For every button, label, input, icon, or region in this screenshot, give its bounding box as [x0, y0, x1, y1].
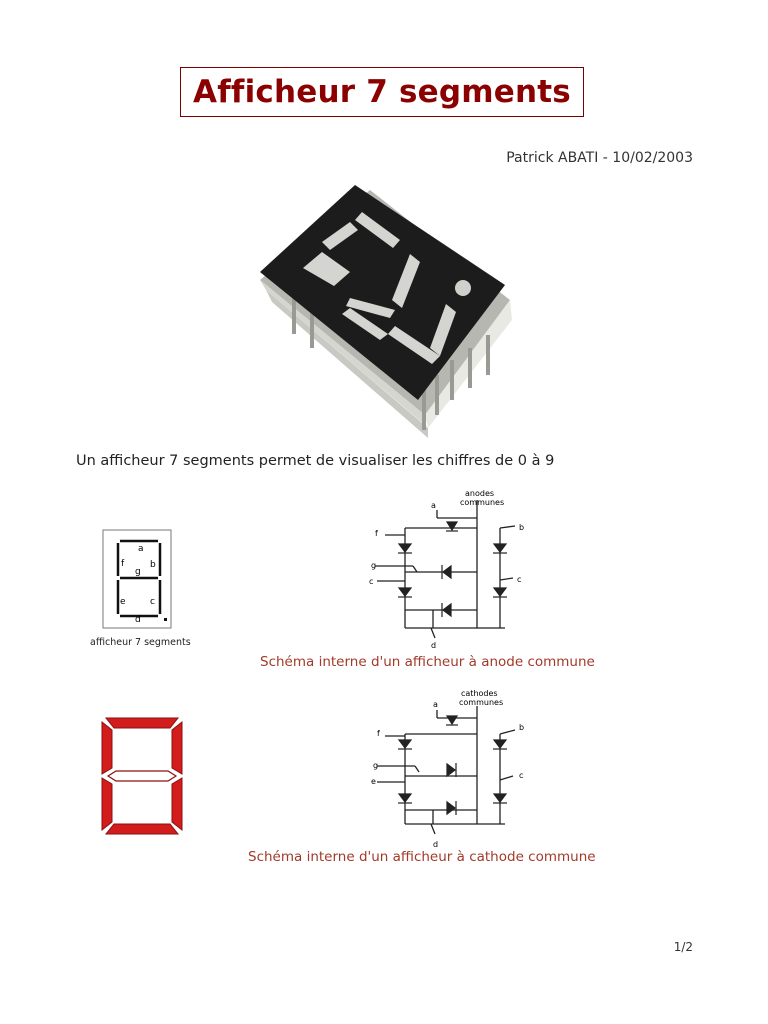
common-label-line2: communes: [460, 498, 504, 507]
segment-label-e: e: [120, 597, 126, 607]
pin-label-a: a: [433, 700, 438, 709]
red-seven-segment-display: [101, 717, 183, 835]
common-label-line1: anodes: [465, 489, 494, 498]
segment-label-a: a: [138, 544, 144, 554]
segment-label-c: c: [150, 597, 155, 607]
pin-label-c: c: [519, 771, 523, 780]
pin-label-c-left: c: [369, 577, 373, 586]
pin-label-f: f: [377, 729, 380, 738]
segment-label-b: b: [150, 560, 156, 570]
pin-label-c-right: c: [517, 575, 521, 584]
seven-segment-photo: [260, 185, 512, 438]
page-number: 1/2: [673, 940, 693, 954]
author-date: Patrick ABATI - 10/02/2003: [506, 150, 693, 166]
anode-schematic: anodes communes a b f g c c d: [369, 489, 524, 648]
common-label-line2: communes: [459, 698, 503, 707]
pin-label-e: e: [371, 777, 376, 786]
pin-label-g: g: [373, 761, 378, 770]
segment-label-f: f: [121, 559, 125, 569]
segment-label-g: g: [135, 567, 141, 577]
pin-label-b: b: [519, 523, 524, 532]
pin-label-g: g: [371, 561, 376, 570]
page-title: Afficheur 7 segments: [193, 74, 571, 110]
pin-label-d: d: [433, 840, 438, 849]
pin-label-f: f: [375, 529, 378, 538]
cathode-caption: Schéma interne d'un afficheur à cathode …: [248, 849, 596, 865]
small-display-caption: afficheur 7 segments: [90, 637, 191, 648]
cathode-schematic: cathodes communes a b f g e c d: [371, 689, 524, 849]
segment-label-d: d: [135, 615, 141, 625]
segment-letter-diagram: a f b g e c d afficheur 7 segments: [90, 529, 191, 648]
common-label-line1: cathodes: [461, 689, 498, 698]
pin-label-a: a: [431, 501, 436, 510]
anode-caption: Schéma interne d'un afficheur à anode co…: [260, 654, 595, 670]
pin-label-b: b: [519, 723, 524, 732]
pin-label-d: d: [431, 641, 436, 648]
intro-text: Un afficheur 7 segments permet de visual…: [76, 453, 555, 469]
title-box: Afficheur 7 segments: [180, 67, 584, 117]
